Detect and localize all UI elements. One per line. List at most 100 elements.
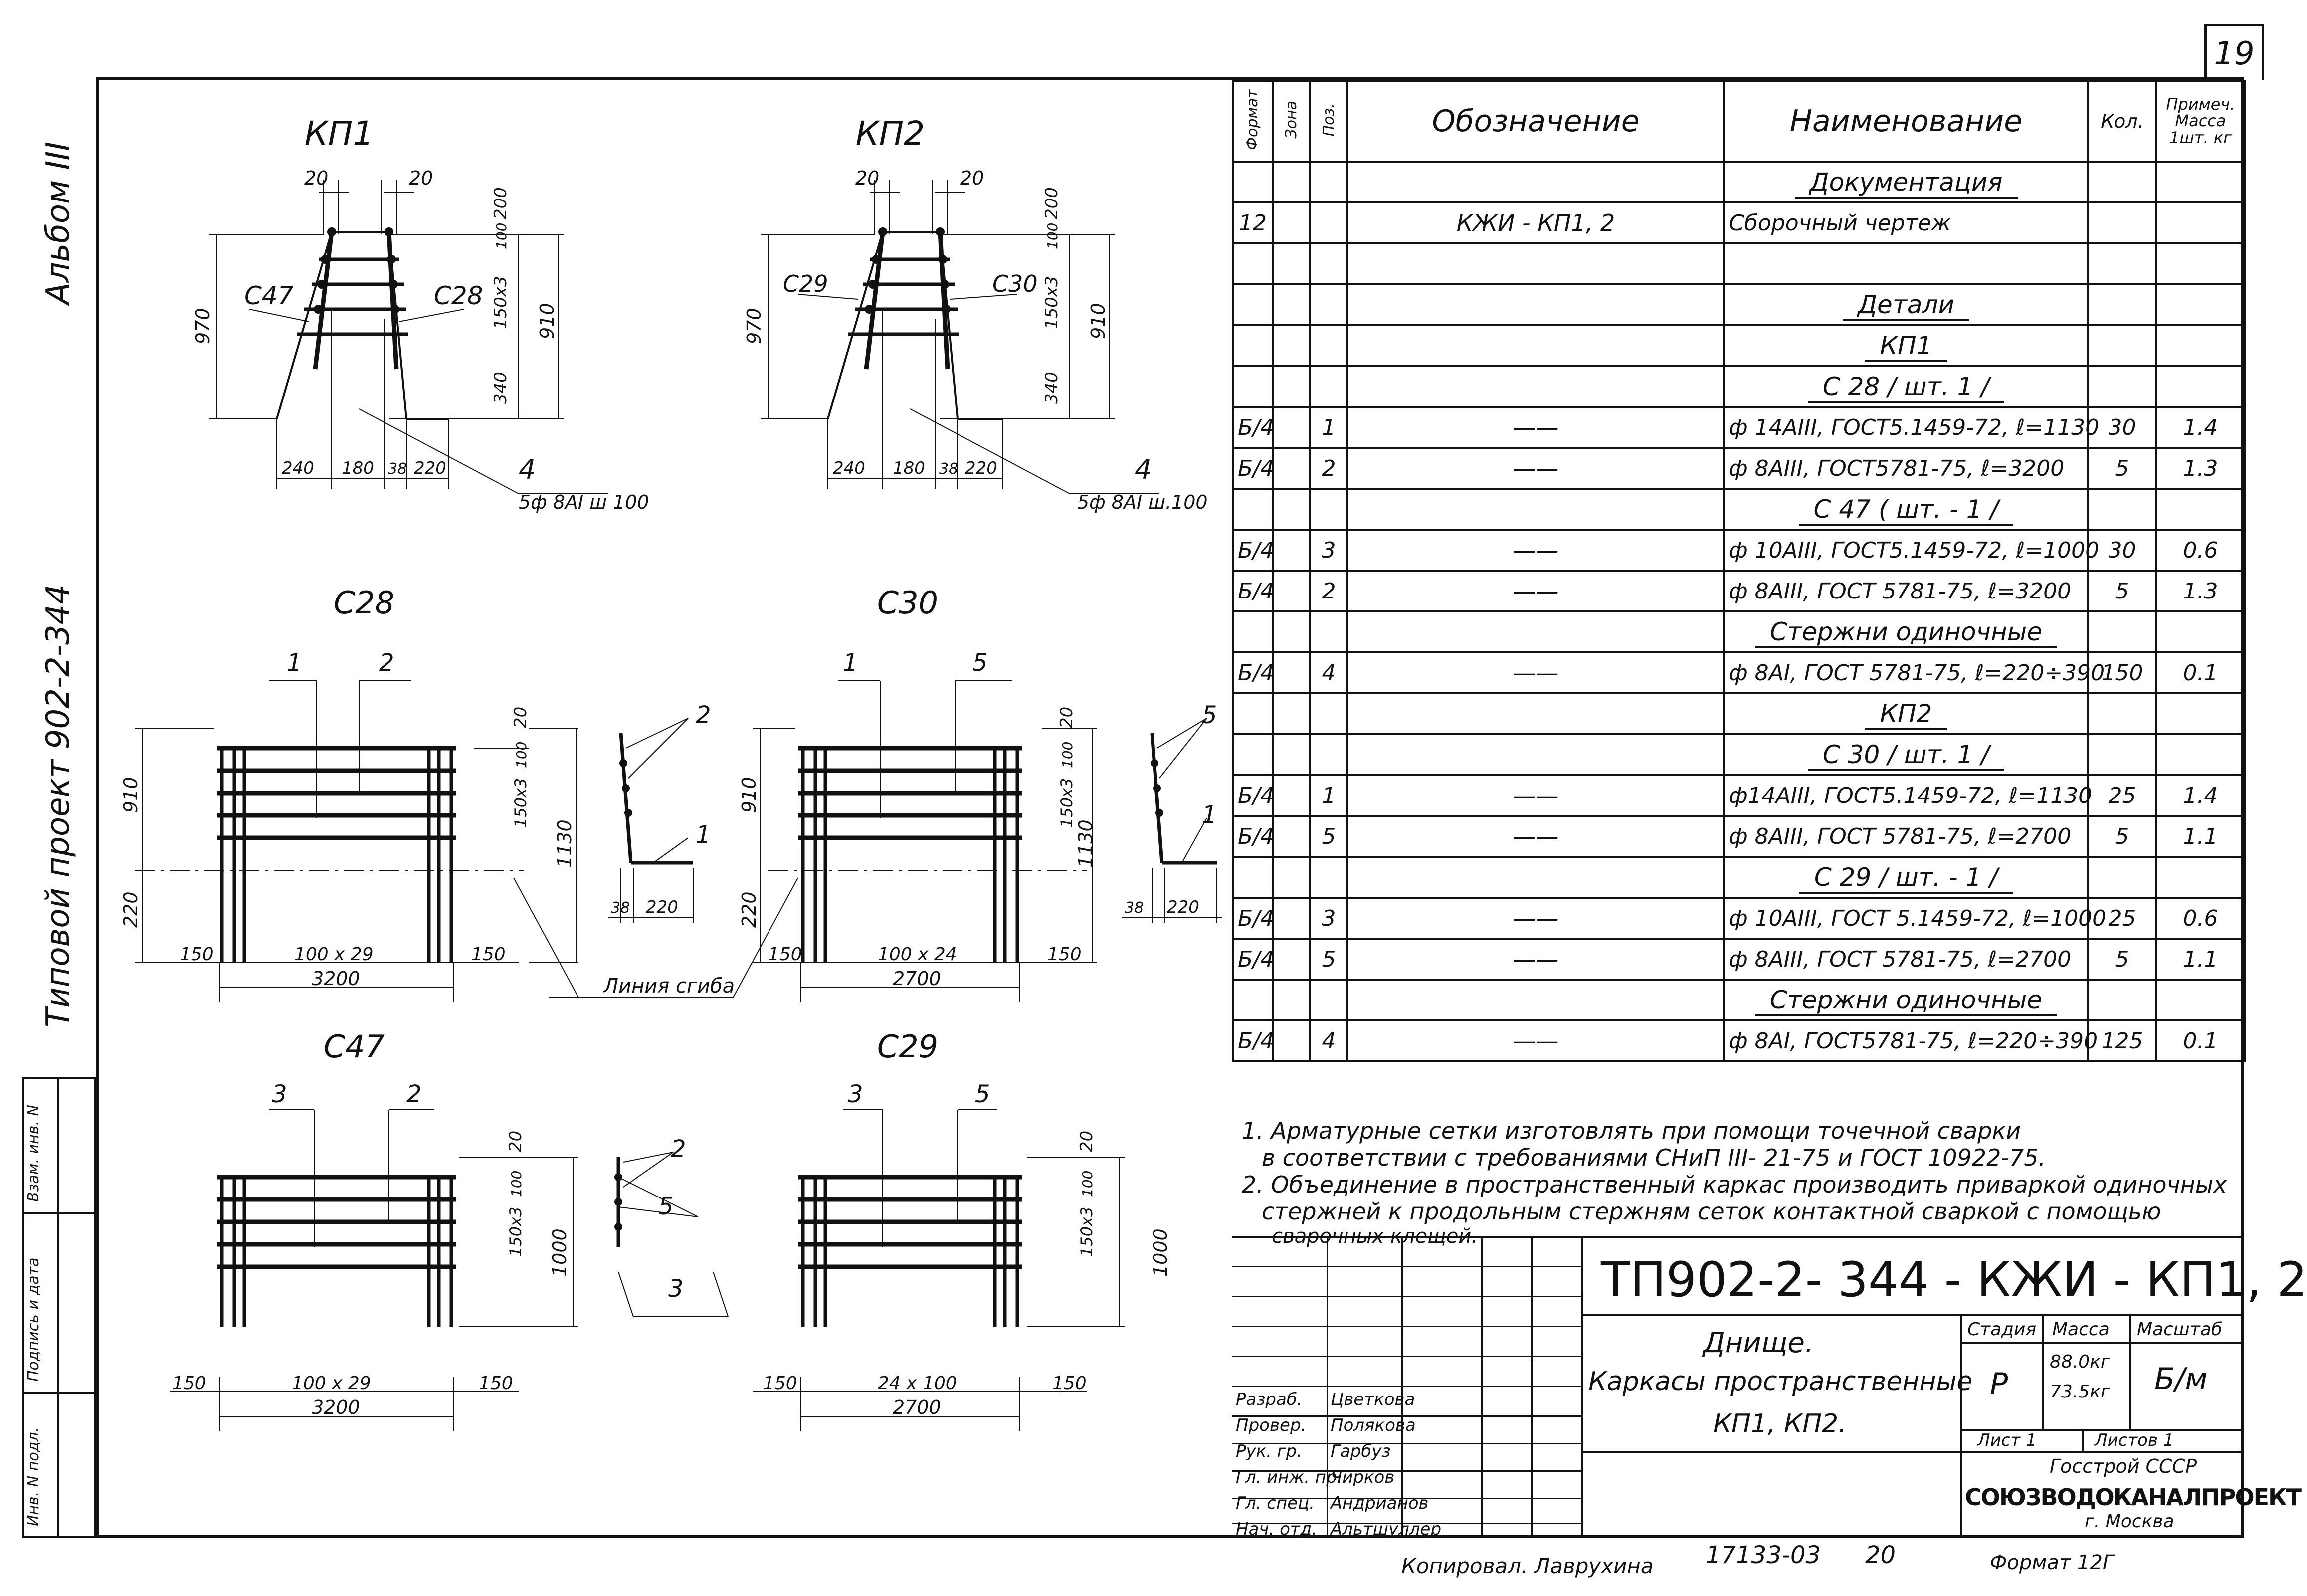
spec-cell-zone (1272, 447, 1311, 490)
c47-side3: 3 (668, 1275, 684, 1303)
dim: 3200 (312, 968, 360, 990)
c30-side2: 1 (1202, 801, 1217, 829)
spec-section-title: Стержни одиночные (1754, 617, 2058, 648)
spec-cell-zone (1272, 161, 1311, 203)
spec-cell-name: ф14АIII, ГОСТ5.1459-72, ℓ=1130 (1723, 774, 2092, 817)
tb-divider (1960, 1342, 2244, 1344)
spec-row: С 47 ( шт. - 1 / (1232, 488, 2246, 531)
spec-cell-designation: —— (1346, 938, 1725, 981)
note-line: стержней к продольным стержням сеток кон… (1262, 1198, 2161, 1225)
spec-cell-qty (2087, 692, 2157, 735)
spec-cell-name: ф 8АIII, ГОСТ 5781-75, ℓ=2700 (1723, 938, 2089, 981)
spec-cell-name: КП1 (1723, 324, 2089, 367)
spec-cell-qty: 30 (2087, 406, 2157, 449)
spec-cell-format (1232, 979, 1274, 1021)
spec-cell-pos: 5 (1309, 938, 1348, 981)
dim: 150 (180, 944, 214, 965)
spec-cell-zone (1272, 733, 1311, 776)
c47-pos2: 2 (406, 1080, 422, 1108)
spec-cell-designation: —— (1346, 651, 1725, 694)
spec-cell-designation: —— (1346, 774, 1725, 817)
spec-row: Документация (1232, 161, 2246, 203)
dim: 20 (506, 1131, 526, 1152)
sheet-label: Лист 1 (1977, 1430, 2037, 1450)
c29-pos2: 5 (975, 1080, 990, 1108)
dim: 910 (536, 303, 558, 339)
mass-value-2: 73.5кг (2050, 1382, 2110, 1402)
spec-section-title: Детали (1842, 290, 1970, 321)
dim: 20 (1057, 707, 1077, 728)
dim: 340 (1042, 372, 1062, 404)
tb-divider (1581, 1314, 2244, 1316)
spec-cell-zone (1272, 692, 1311, 735)
spec-cell-qty: 30 (2087, 529, 2157, 572)
spec-cell-name: С 47 ( шт. - 1 / (1723, 488, 2089, 531)
mass-value-1: 88.0кг (2050, 1352, 2110, 1372)
page-number: 19 (2204, 24, 2264, 80)
spec-cell-zone (1272, 570, 1311, 612)
tb-person: Полякова (1331, 1415, 1416, 1435)
spec-cell-qty: 5 (2087, 938, 2157, 981)
dim: 1000 (1150, 1228, 1171, 1277)
dim: 150 (1052, 1373, 1087, 1394)
spec-cell-format (1232, 692, 1274, 735)
c28-title: С28 (334, 585, 394, 621)
spec-cell-zone (1272, 324, 1311, 367)
c28-side1: 2 (696, 701, 711, 729)
drawings-area: КП1 20 20 С47 С28 4 5ф 8АI ш 100 240 180… (120, 114, 1222, 1431)
spec-cell-note (2155, 488, 2246, 531)
footer-num: 20 (1865, 1541, 1896, 1569)
notes: 1. Арматурные сетки изготовлять при помо… (1242, 1117, 2239, 1248)
dim: 100 (493, 223, 510, 249)
col-note: Примеч. Масса 1шт. кг (2155, 80, 2246, 163)
spec-row: С 28 / шт. 1 / (1232, 365, 2246, 408)
footer-format: Формат 12Г (1990, 1551, 2114, 1574)
c47-side2: 5 (658, 1193, 674, 1220)
spec-cell-pos (1309, 733, 1348, 776)
c47-pos1: 3 (272, 1080, 287, 1108)
spec-cell-note (2155, 283, 2246, 326)
dim: 220 (1167, 897, 1199, 917)
spec-cell-note (2155, 242, 2246, 285)
spec-row: Стержни одиночные (1232, 610, 2246, 653)
dim: 100 (508, 1171, 525, 1197)
c29-pos1: 3 (848, 1080, 863, 1108)
spec-cell-note: 1.3 (2155, 447, 2246, 490)
spec-row: КП2 (1232, 692, 2246, 735)
kp1-label-right: С28 (434, 281, 483, 310)
spec-cell-name: ф 8АI, ГОСТ 5781-75, ℓ=220÷390 (1723, 651, 2105, 694)
col-pos: Поз. (1309, 80, 1348, 163)
drawing-code: ТП902-2- 344 - КЖИ - КП1, 2 (1601, 1252, 2307, 1308)
footer-copied: Копировал. Лаврухина (1401, 1554, 1654, 1578)
spec-cell-pos: 2 (1309, 570, 1348, 612)
c28-side (608, 718, 694, 923)
dim: 20 (855, 167, 879, 189)
title-line-2: Каркасы пространственные (1588, 1367, 1973, 1396)
spec-cell-format (1232, 283, 1274, 326)
spec-cell-qty: 5 (2087, 570, 2157, 612)
spec-header-row: Формат Зона Поз. Обозначение Наименовани… (1232, 80, 2246, 163)
dim: 150 (768, 944, 802, 965)
c28-mesh (135, 680, 579, 1002)
dim: 100 х 29 (292, 1373, 371, 1394)
spec-cell-format (1232, 324, 1274, 367)
spec-cell-qty (2087, 324, 2157, 367)
org-city: г. Москва (2085, 1511, 2174, 1532)
spec-cell-note (2155, 692, 2246, 735)
dim: 150 (172, 1373, 206, 1394)
spec-cell-zone (1272, 529, 1311, 572)
spec-cell-zone (1272, 774, 1311, 817)
spec-cell-qty (2087, 610, 2157, 653)
dim: 970 (192, 308, 214, 344)
c29-title: С29 (877, 1028, 938, 1065)
dim: 910 (738, 777, 760, 813)
dim: 100 (1044, 223, 1061, 249)
tb-role: Гл. инж. пр. (1236, 1467, 1343, 1487)
spec-row: С 29 / шт. - 1 / (1232, 856, 2246, 899)
dim: 340 (491, 372, 511, 404)
dim: 180 (342, 458, 374, 478)
spec-cell-note (2155, 733, 2246, 776)
